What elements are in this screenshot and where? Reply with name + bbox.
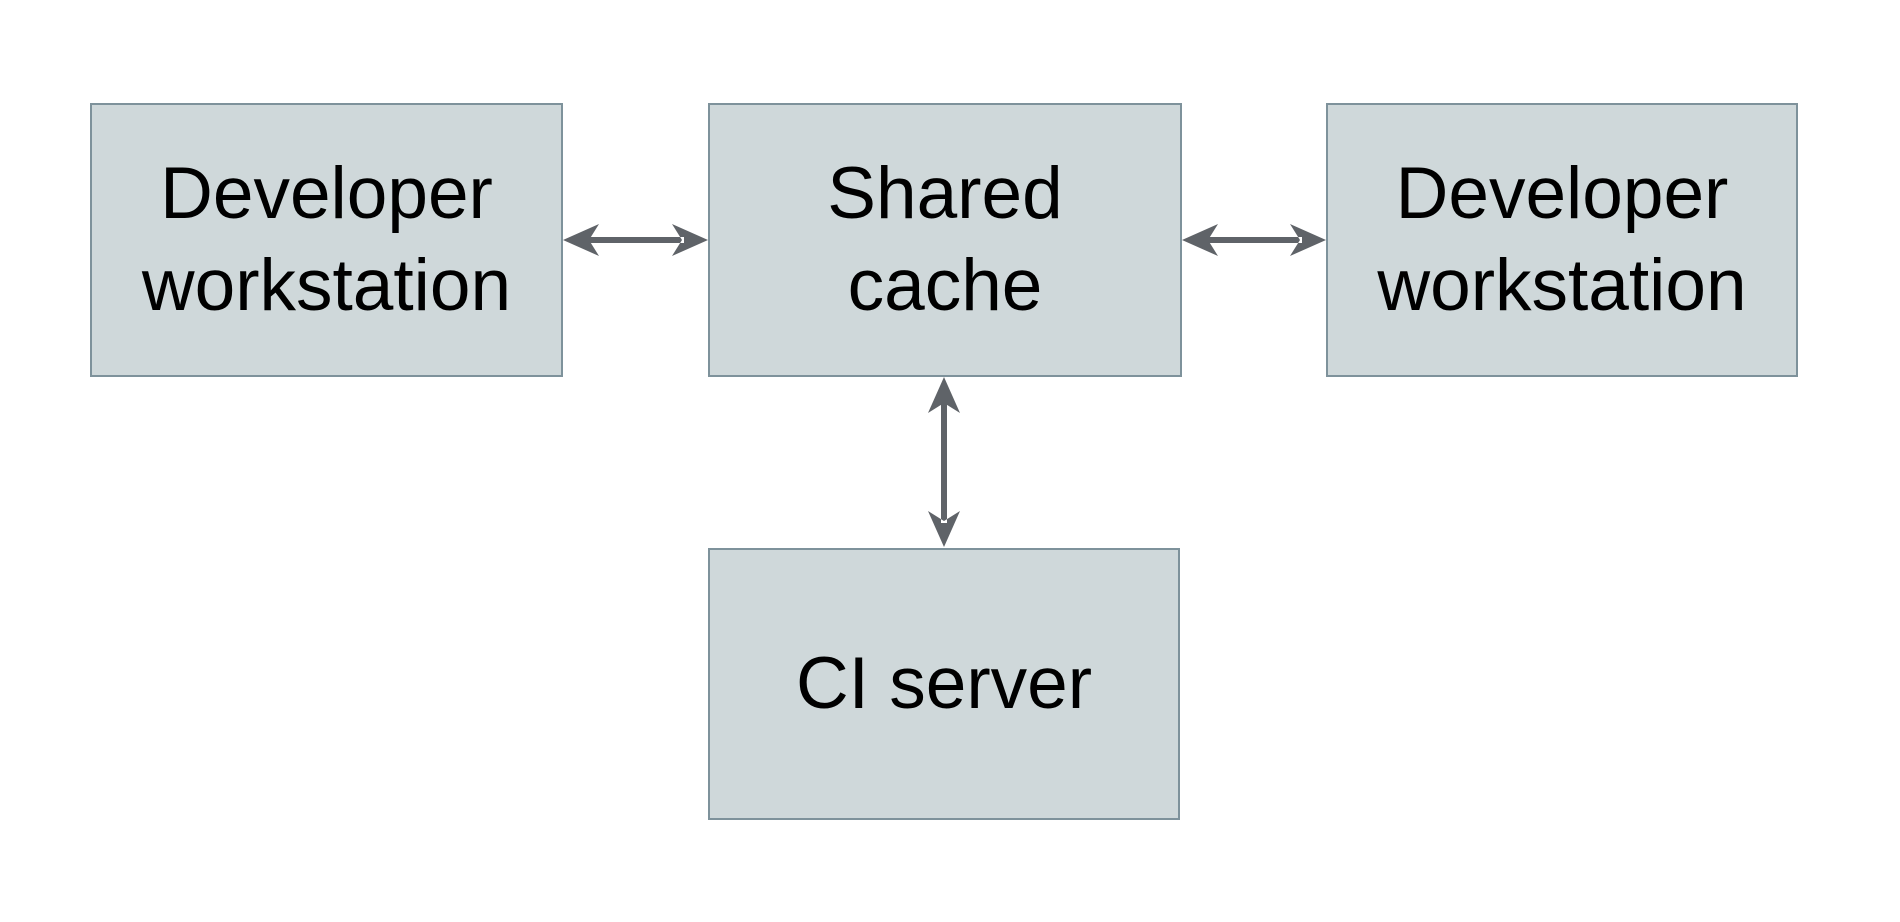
node-label-line: Developer — [160, 153, 493, 234]
node-label: Shared cache — [827, 148, 1062, 332]
node-developer-workstation-right: Developer workstation — [1326, 103, 1798, 377]
node-label-line: workstation — [1377, 245, 1747, 326]
double-arrow-shared-cache-ci-server — [928, 377, 960, 547]
node-label-line: CI server — [795, 643, 1093, 724]
arrow-shape — [563, 224, 708, 256]
node-label-line: workstation — [141, 245, 512, 326]
node-label-line: Developer — [1395, 153, 1729, 234]
node-shared-cache: Shared cache — [708, 103, 1182, 377]
node-ci-server: CI server — [708, 548, 1180, 820]
node-developer-workstation-left: Developer workstation — [90, 103, 563, 377]
double-arrow-left-workstation-shared-cache — [563, 224, 708, 256]
node-label-line: cache — [847, 245, 1043, 326]
arrow-shape — [928, 377, 960, 547]
node-label: Developer workstation — [142, 148, 511, 332]
node-label-line: Shared — [827, 153, 1063, 234]
double-arrow-shared-cache-right-workstation — [1182, 224, 1326, 256]
node-label: Developer workstation — [1377, 148, 1746, 332]
node-label: CI server — [796, 638, 1092, 730]
arrow-shape — [1182, 224, 1326, 256]
